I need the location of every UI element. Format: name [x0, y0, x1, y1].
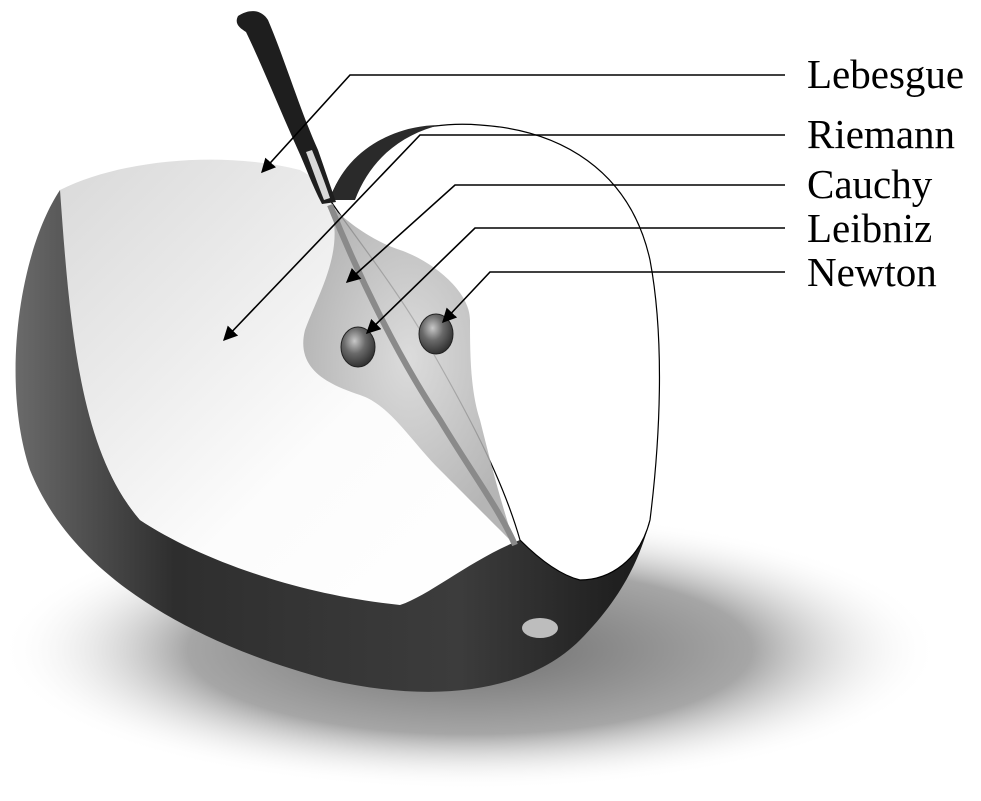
label-riemann: Riemann — [807, 111, 955, 157]
callout-labels: Lebesgue Riemann Cauchy Leibniz Newton — [807, 51, 964, 295]
seed-right — [419, 314, 453, 354]
seed-left — [341, 327, 375, 367]
label-leibniz: Leibniz — [807, 205, 932, 251]
label-lebesgue: Lebesgue — [807, 51, 964, 97]
label-newton: Newton — [807, 249, 937, 295]
apple-bottom-nub — [522, 618, 558, 638]
label-cauchy: Cauchy — [807, 161, 933, 207]
